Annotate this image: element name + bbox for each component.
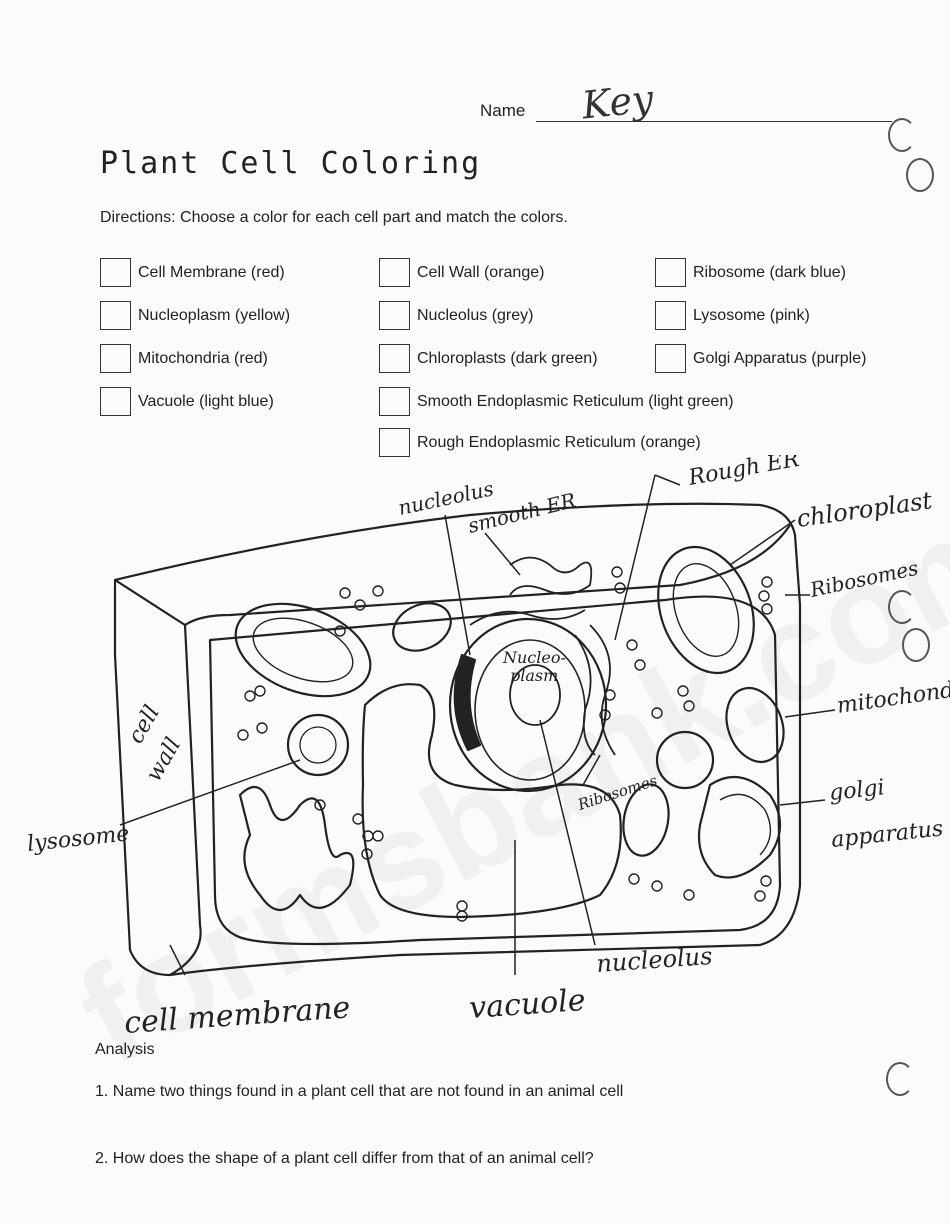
lysosome-shape	[286, 713, 350, 777]
leader-line	[444, 514, 471, 656]
legend-label: Cell Membrane (red)	[138, 263, 285, 281]
nucleolus-shape	[509, 664, 561, 726]
binder-hole-mark	[906, 158, 934, 192]
leader-line	[539, 719, 596, 946]
binder-hole-mark	[902, 628, 930, 662]
color-checkbox[interactable]	[379, 344, 410, 373]
color-checkbox[interactable]	[379, 301, 410, 330]
legend-item: Nucleoplasm (yellow)	[100, 301, 290, 330]
color-checkbox[interactable]	[379, 387, 410, 416]
color-checkbox[interactable]	[100, 387, 131, 416]
golgi-shape	[697, 775, 781, 879]
chloroplast-shape	[234, 602, 372, 698]
mitochondrion-shape	[725, 687, 785, 763]
label-nucleoplasm-2: plasm	[510, 666, 558, 685]
color-checkbox[interactable]	[100, 258, 131, 287]
legend-label: Nucleolus (grey)	[417, 306, 534, 324]
color-checkbox[interactable]	[655, 301, 686, 330]
legend-item: Mitochondria (red)	[100, 344, 268, 373]
label-rough-er: Rough ER	[686, 455, 801, 491]
name-field[interactable]	[536, 121, 892, 122]
leader-line	[654, 474, 681, 486]
legend-label: Lysosome (pink)	[693, 306, 810, 324]
leader-line	[784, 709, 836, 718]
rough-er-shape	[574, 634, 596, 756]
label-lysosome: lysosome	[26, 821, 130, 857]
chloroplast-shape	[657, 545, 755, 675]
legend-item: Cell Membrane (red)	[100, 258, 285, 287]
label-golgi: golgi	[828, 775, 886, 806]
leader-line	[169, 944, 186, 976]
cell-wall-outline	[113, 502, 802, 977]
question-2: 2. How does the shape of a plant cell di…	[95, 1150, 594, 1167]
leader-line	[614, 474, 656, 641]
legend-item: Lysosome (pink)	[655, 301, 810, 330]
legend-label: Golgi Apparatus (purple)	[693, 349, 867, 367]
mitochondrion-shape	[622, 783, 670, 857]
label-mitochondria: mitochondria	[835, 673, 950, 718]
color-checkbox[interactable]	[100, 301, 131, 330]
leader-line	[119, 759, 301, 826]
legend-item: Nucleolus (grey)	[379, 301, 533, 330]
vacuole-outline	[361, 683, 622, 919]
label-vacuole: vacuole	[468, 983, 587, 1026]
chloroplast-inner	[252, 617, 354, 683]
color-checkbox[interactable]	[379, 258, 410, 287]
legend-item: Smooth Endoplasmic Reticulum (light gree…	[379, 387, 734, 416]
label-chloroplast: chloroplast	[795, 486, 934, 533]
binder-hole-mark	[886, 1062, 914, 1096]
golgi-inner	[719, 793, 772, 856]
leader-line	[729, 519, 796, 566]
binder-hole-mark	[888, 590, 916, 624]
smooth-er-shape	[469, 609, 586, 626]
lysosome-shape	[655, 730, 715, 790]
legend-label: Chloroplasts (dark green)	[417, 349, 598, 367]
legend-label: Rough Endoplasmic Reticulum (orange)	[417, 433, 701, 451]
name-value: Key	[579, 76, 656, 128]
label-cell-wall-1: cell	[124, 701, 165, 748]
legend-label: Vacuole (light blue)	[138, 392, 274, 410]
golgi-shape	[238, 785, 355, 912]
label-golgi-2: apparatus	[830, 816, 944, 853]
smooth-er-shape	[509, 556, 593, 596]
legend-item: Ribosome (dark blue)	[655, 258, 846, 287]
legend-label: Nucleoplasm (yellow)	[138, 306, 291, 324]
color-checkbox[interactable]	[379, 428, 410, 457]
legend-item: Golgi Apparatus (purple)	[655, 344, 866, 373]
color-checkbox[interactable]	[655, 258, 686, 287]
mitochondrion-shape	[392, 602, 452, 652]
leader-line	[779, 799, 826, 806]
analysis-heading: Analysis	[95, 1041, 155, 1058]
legend-label: Mitochondria (red)	[138, 349, 268, 367]
nucleus-outline	[448, 617, 608, 793]
legend-label: Smooth Endoplasmic Reticulum (light gree…	[417, 392, 734, 410]
lysosome-inner	[299, 726, 337, 764]
directions-text: Directions: Choose a color for each cell…	[100, 209, 568, 226]
cell-membrane-outline	[208, 595, 782, 946]
color-checkbox[interactable]	[100, 344, 131, 373]
legend-item: Chloroplasts (dark green)	[379, 344, 598, 373]
plant-cell-diagram: nucleolus smooth ER Rough ER chloroplast…	[26, 455, 950, 1041]
chloroplast-inner	[672, 563, 740, 657]
legend-label: Cell Wall (orange)	[417, 263, 545, 281]
binder-hole-mark	[888, 118, 916, 152]
label-ribosomes-right: Ribosomes	[807, 556, 920, 602]
nuclear-envelope-shading	[453, 653, 482, 752]
question-1: 1. Name two things found in a plant cell…	[95, 1083, 624, 1100]
label-cell-membrane: cell membrane	[123, 990, 351, 1041]
page-title: Plant Cell Coloring	[100, 146, 482, 181]
cell-wall-top-edge	[114, 524, 791, 627]
legend-item: Vacuole (light blue)	[100, 387, 274, 416]
leader-line	[582, 754, 601, 786]
label-nucleolus-bottom: nucleolus	[595, 942, 713, 978]
name-label: Name	[480, 101, 526, 120]
legend-item: Rough Endoplasmic Reticulum (orange)	[379, 428, 701, 457]
color-checkbox[interactable]	[655, 344, 686, 373]
legend-item: Cell Wall (orange)	[379, 258, 544, 287]
leader-line	[484, 532, 521, 576]
cell-wall-front-edge	[169, 624, 202, 976]
legend-label: Ribosome (dark blue)	[693, 263, 846, 281]
label-nucleoplasm-1: Nucleo-	[502, 648, 566, 667]
